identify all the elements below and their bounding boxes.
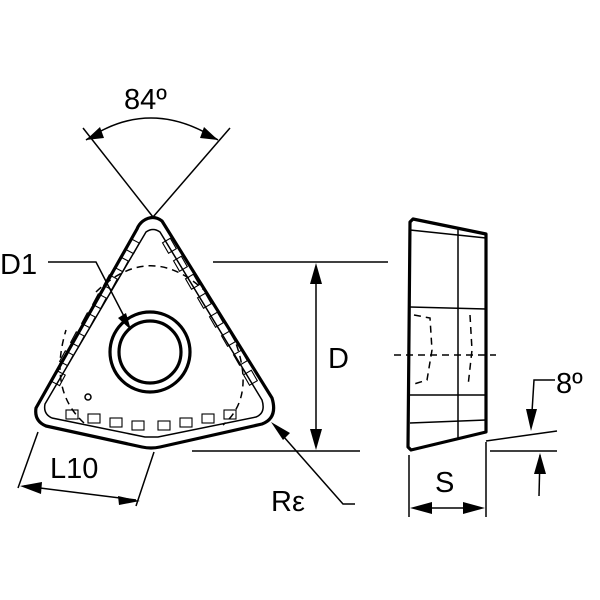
insert-side-view [394,217,496,452]
marking-dot [84,393,92,401]
arrowhead [271,422,290,440]
chipbreaker-curve [222,332,244,426]
d-label: D [328,343,349,375]
r-epsilon-label: Rε [271,486,305,518]
chipbreaker-curve [59,329,85,424]
arrowhead [118,496,140,505]
d1-label: D1 [0,249,37,281]
l10-label: L10 [50,453,98,485]
arrowhead [86,127,104,140]
chipbreaker-pockets-left [50,238,140,387]
s-label: S [435,467,454,499]
angle-8-label: 8º [556,368,583,400]
center-hole-outer [108,310,192,394]
arrowhead [534,453,546,474]
arrowhead [310,429,322,450]
r-epsilon-dimension: Rε [271,422,355,518]
arrowhead [200,127,218,140]
arrowhead [118,313,131,330]
insert-front-view [34,215,276,450]
arrowhead [463,502,485,514]
l10-dimension: L10 [17,431,155,507]
arrowhead [526,409,537,431]
arrowhead [410,502,432,514]
arrowhead [20,482,42,494]
chipbreaker-curve [95,265,206,293]
center-hole-inner [117,319,183,385]
insert-land-contour [43,228,264,438]
chipbreaker-pockets-bottom [65,409,237,431]
arrowhead [310,263,322,284]
d-dimension: D [192,261,388,452]
angle-84-label: 84º [124,84,167,116]
insert-outer-contour [34,215,276,450]
angle-8-dimension: 8º [485,368,583,497]
side-view-contour [406,217,488,452]
chipbreaker-pockets-right [161,237,259,386]
angle-84-dimension: 84º [82,84,231,218]
d1-dimension: D1 [0,249,131,330]
s-dimension: S [408,442,487,517]
